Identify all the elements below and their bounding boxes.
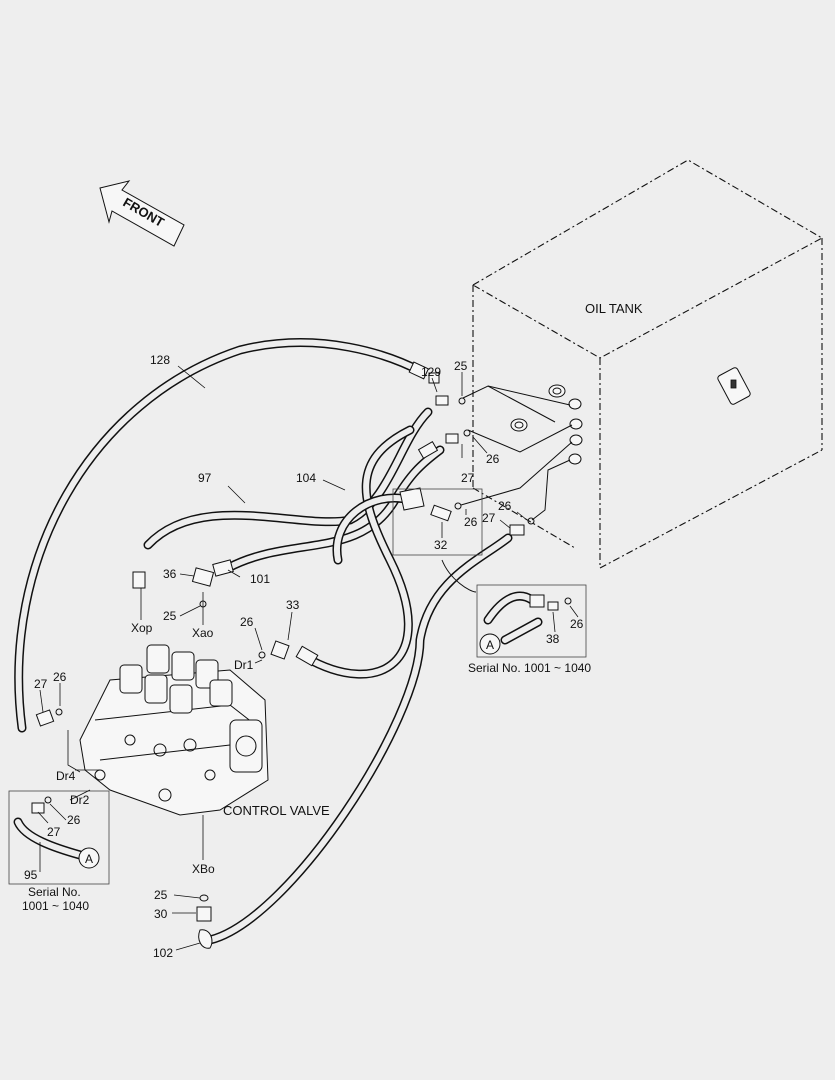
detail-box-top [392, 488, 483, 556]
front-direction-arrow: FRONT [99, 180, 185, 247]
part-label-26-dr2: 26 [67, 813, 81, 827]
control-valve [79, 644, 269, 816]
part-label-27-box: 27 [482, 511, 496, 525]
tank-connection-lines [460, 385, 573, 521]
part-label-26-detail: 26 [570, 617, 584, 631]
port-label-xop: Xop [131, 621, 153, 635]
detail-right-parts: A [479, 591, 572, 655]
serial-right-caption: Serial No. 1001 ~ 1040 [468, 661, 591, 675]
port-label-dr4: Dr4 [56, 769, 76, 783]
part-label-27-left: 27 [34, 677, 48, 691]
part-label-33: 33 [286, 598, 300, 612]
oil-tank: OIL TANK [471, 159, 824, 569]
leader-lines [37, 365, 579, 951]
detail-box-right [476, 584, 587, 658]
part-label-25-bottom: 25 [154, 888, 168, 902]
port-label-dr2: Dr2 [70, 793, 90, 807]
part-label-129: 129 [421, 365, 441, 379]
hoses [14, 338, 513, 945]
part-label-101: 101 [250, 572, 270, 586]
fittings [35, 361, 535, 949]
part-label-95: 95 [24, 868, 38, 882]
part-label-26-dr1: 26 [240, 615, 254, 629]
port-label-xao: Xao [192, 626, 214, 640]
part-label-32: 32 [434, 538, 448, 552]
serial-left-caption-line2: 1001 ~ 1040 [22, 899, 89, 913]
port-label-xbo: XBo [192, 862, 215, 876]
part-label-97: 97 [198, 471, 212, 485]
part-label-26-top: 26 [486, 452, 500, 466]
oil-tank-label: OIL TANK [585, 301, 643, 316]
part-label-26-box: 26 [464, 515, 478, 529]
control-valve-label: CONTROL VALVE [223, 803, 330, 818]
detail-box-left [8, 790, 110, 885]
part-label-26-tank: 26 [498, 499, 512, 513]
part-labels: 128 129 25 26 27 97 104 26 27 26 32 36 1… [24, 353, 584, 960]
part-label-104: 104 [296, 471, 316, 485]
serial-left-caption-line1: Serial No. [28, 885, 81, 899]
part-label-128: 128 [150, 353, 170, 367]
detail-marker-right: A [486, 638, 494, 652]
port-label-dr1: Dr1 [234, 658, 254, 672]
part-label-36: 36 [163, 567, 177, 581]
part-label-102: 102 [153, 946, 173, 960]
part-label-27-dr2: 27 [47, 825, 61, 839]
part-label-38: 38 [546, 632, 560, 646]
part-label-25-mid: 25 [163, 609, 177, 623]
port-labels: Xop Xao Dr1 Dr4 Dr2 XBo [56, 621, 254, 876]
part-label-30: 30 [154, 907, 168, 921]
detail-marker-left: A [85, 852, 93, 866]
detail-left-parts: A [13, 796, 100, 869]
part-label-26-left: 26 [53, 670, 67, 684]
part-label-27-top: 27 [461, 471, 475, 485]
part-label-25-top: 25 [454, 359, 468, 373]
